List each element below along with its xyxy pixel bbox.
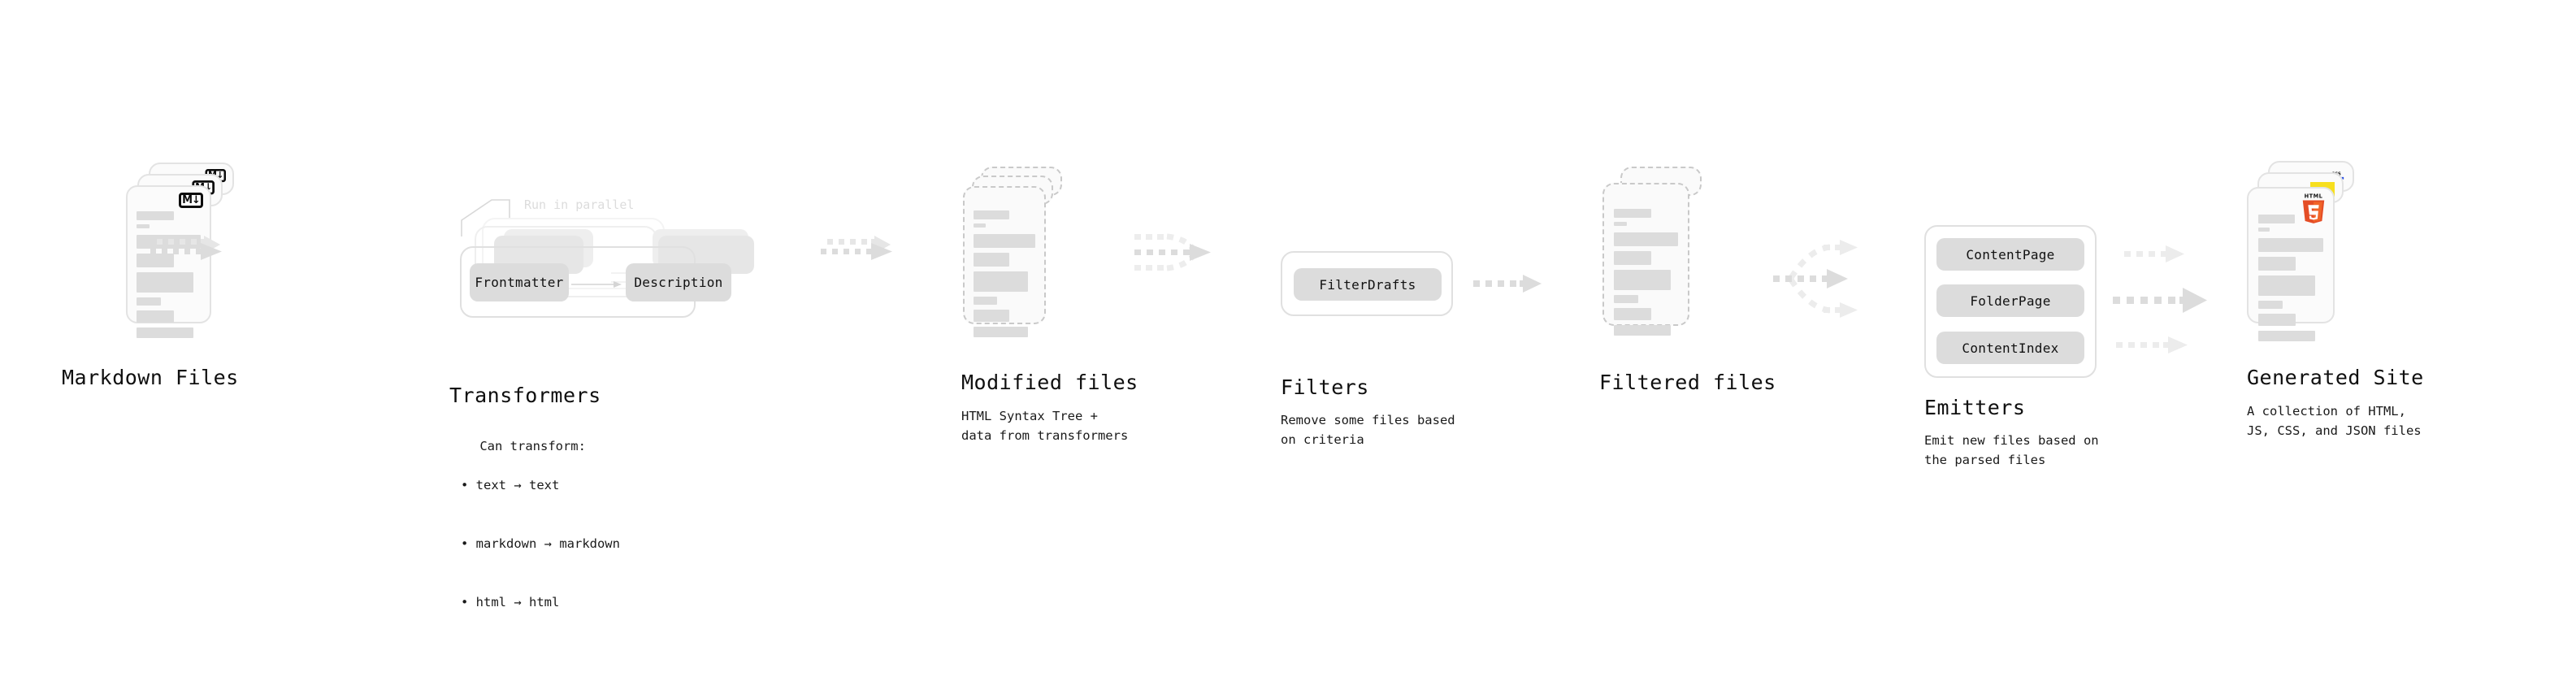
stage-title-modified-files: Modified files bbox=[961, 371, 1138, 394]
transformer-item-frontmatter[interactable]: Frontmatter bbox=[470, 263, 569, 301]
stage-title-filtered-files: Filtered files bbox=[1599, 371, 1776, 394]
emitter-item-folderpage[interactable]: FolderPage bbox=[1936, 284, 2084, 317]
transformer-connector-arrow bbox=[571, 281, 622, 288]
markdown-badge: M↓ bbox=[179, 193, 203, 208]
filter-item-filterdrafts[interactable]: FilterDrafts bbox=[1294, 268, 1442, 301]
stage-title-filters: Filters bbox=[1281, 375, 1369, 399]
filtered-file-card-front bbox=[1602, 183, 1689, 336]
modified-file-card-front bbox=[963, 186, 1046, 337]
document-skeleton bbox=[1614, 209, 1678, 336]
transformers-subtitle-line: Can transform: bbox=[479, 439, 586, 454]
stage-subtitle-generated-site: A collection of HTML, JS, CSS, and JSON … bbox=[2247, 404, 2422, 439]
stage-subtitle-filters: Remove some files based on criteria bbox=[1281, 413, 1455, 448]
arrow-filters-to-filtered bbox=[1473, 275, 1542, 293]
svg-text:HTML: HTML bbox=[2305, 193, 2323, 200]
run-in-parallel-label: Run in parallel bbox=[524, 197, 635, 212]
transformer-bullet-1: markdown → markdown bbox=[475, 536, 620, 552]
transformer-bullet-0: text → text bbox=[475, 478, 560, 493]
stage-title-generated-site: Generated Site bbox=[2247, 366, 2424, 389]
document-skeleton bbox=[2258, 215, 2323, 341]
arrow-filtered-to-emitters bbox=[1773, 240, 1858, 318]
arrow-transformers-to-modified bbox=[821, 236, 892, 260]
html5-icon: HTML bbox=[2302, 193, 2325, 223]
arrow-emitters-to-site bbox=[2113, 245, 2207, 354]
markdown-file-card-front: M↓ bbox=[126, 185, 211, 338]
stage-subtitle-emitters: Emit new files based on the parsed files bbox=[1924, 433, 2099, 468]
stage-subtitle-transformers: Can transform: • text → text • markdown … bbox=[461, 439, 620, 610]
transformer-bullet-2: html → html bbox=[475, 595, 560, 610]
generated-file-card-html: HTML bbox=[2247, 187, 2335, 341]
run-in-parallel-bracket bbox=[461, 199, 510, 236]
stage-subtitle-modified-files: HTML Syntax Tree + data from transformer… bbox=[961, 409, 1129, 444]
document-skeleton bbox=[137, 211, 201, 338]
arrow-modified-to-filters bbox=[1134, 233, 1211, 271]
emitter-item-contentpage[interactable]: ContentPage bbox=[1936, 238, 2084, 271]
stage-title-markdown-files: Markdown Files bbox=[62, 366, 239, 389]
stage-title-transformers: Transformers bbox=[449, 384, 601, 407]
arrow-markdown-to-transformers bbox=[150, 236, 222, 260]
emitter-item-contentindex[interactable]: ContentIndex bbox=[1936, 332, 2084, 364]
transformer-item-description[interactable]: Description bbox=[626, 263, 731, 301]
stage-title-emitters: Emitters bbox=[1924, 396, 2026, 419]
document-skeleton bbox=[974, 210, 1035, 337]
